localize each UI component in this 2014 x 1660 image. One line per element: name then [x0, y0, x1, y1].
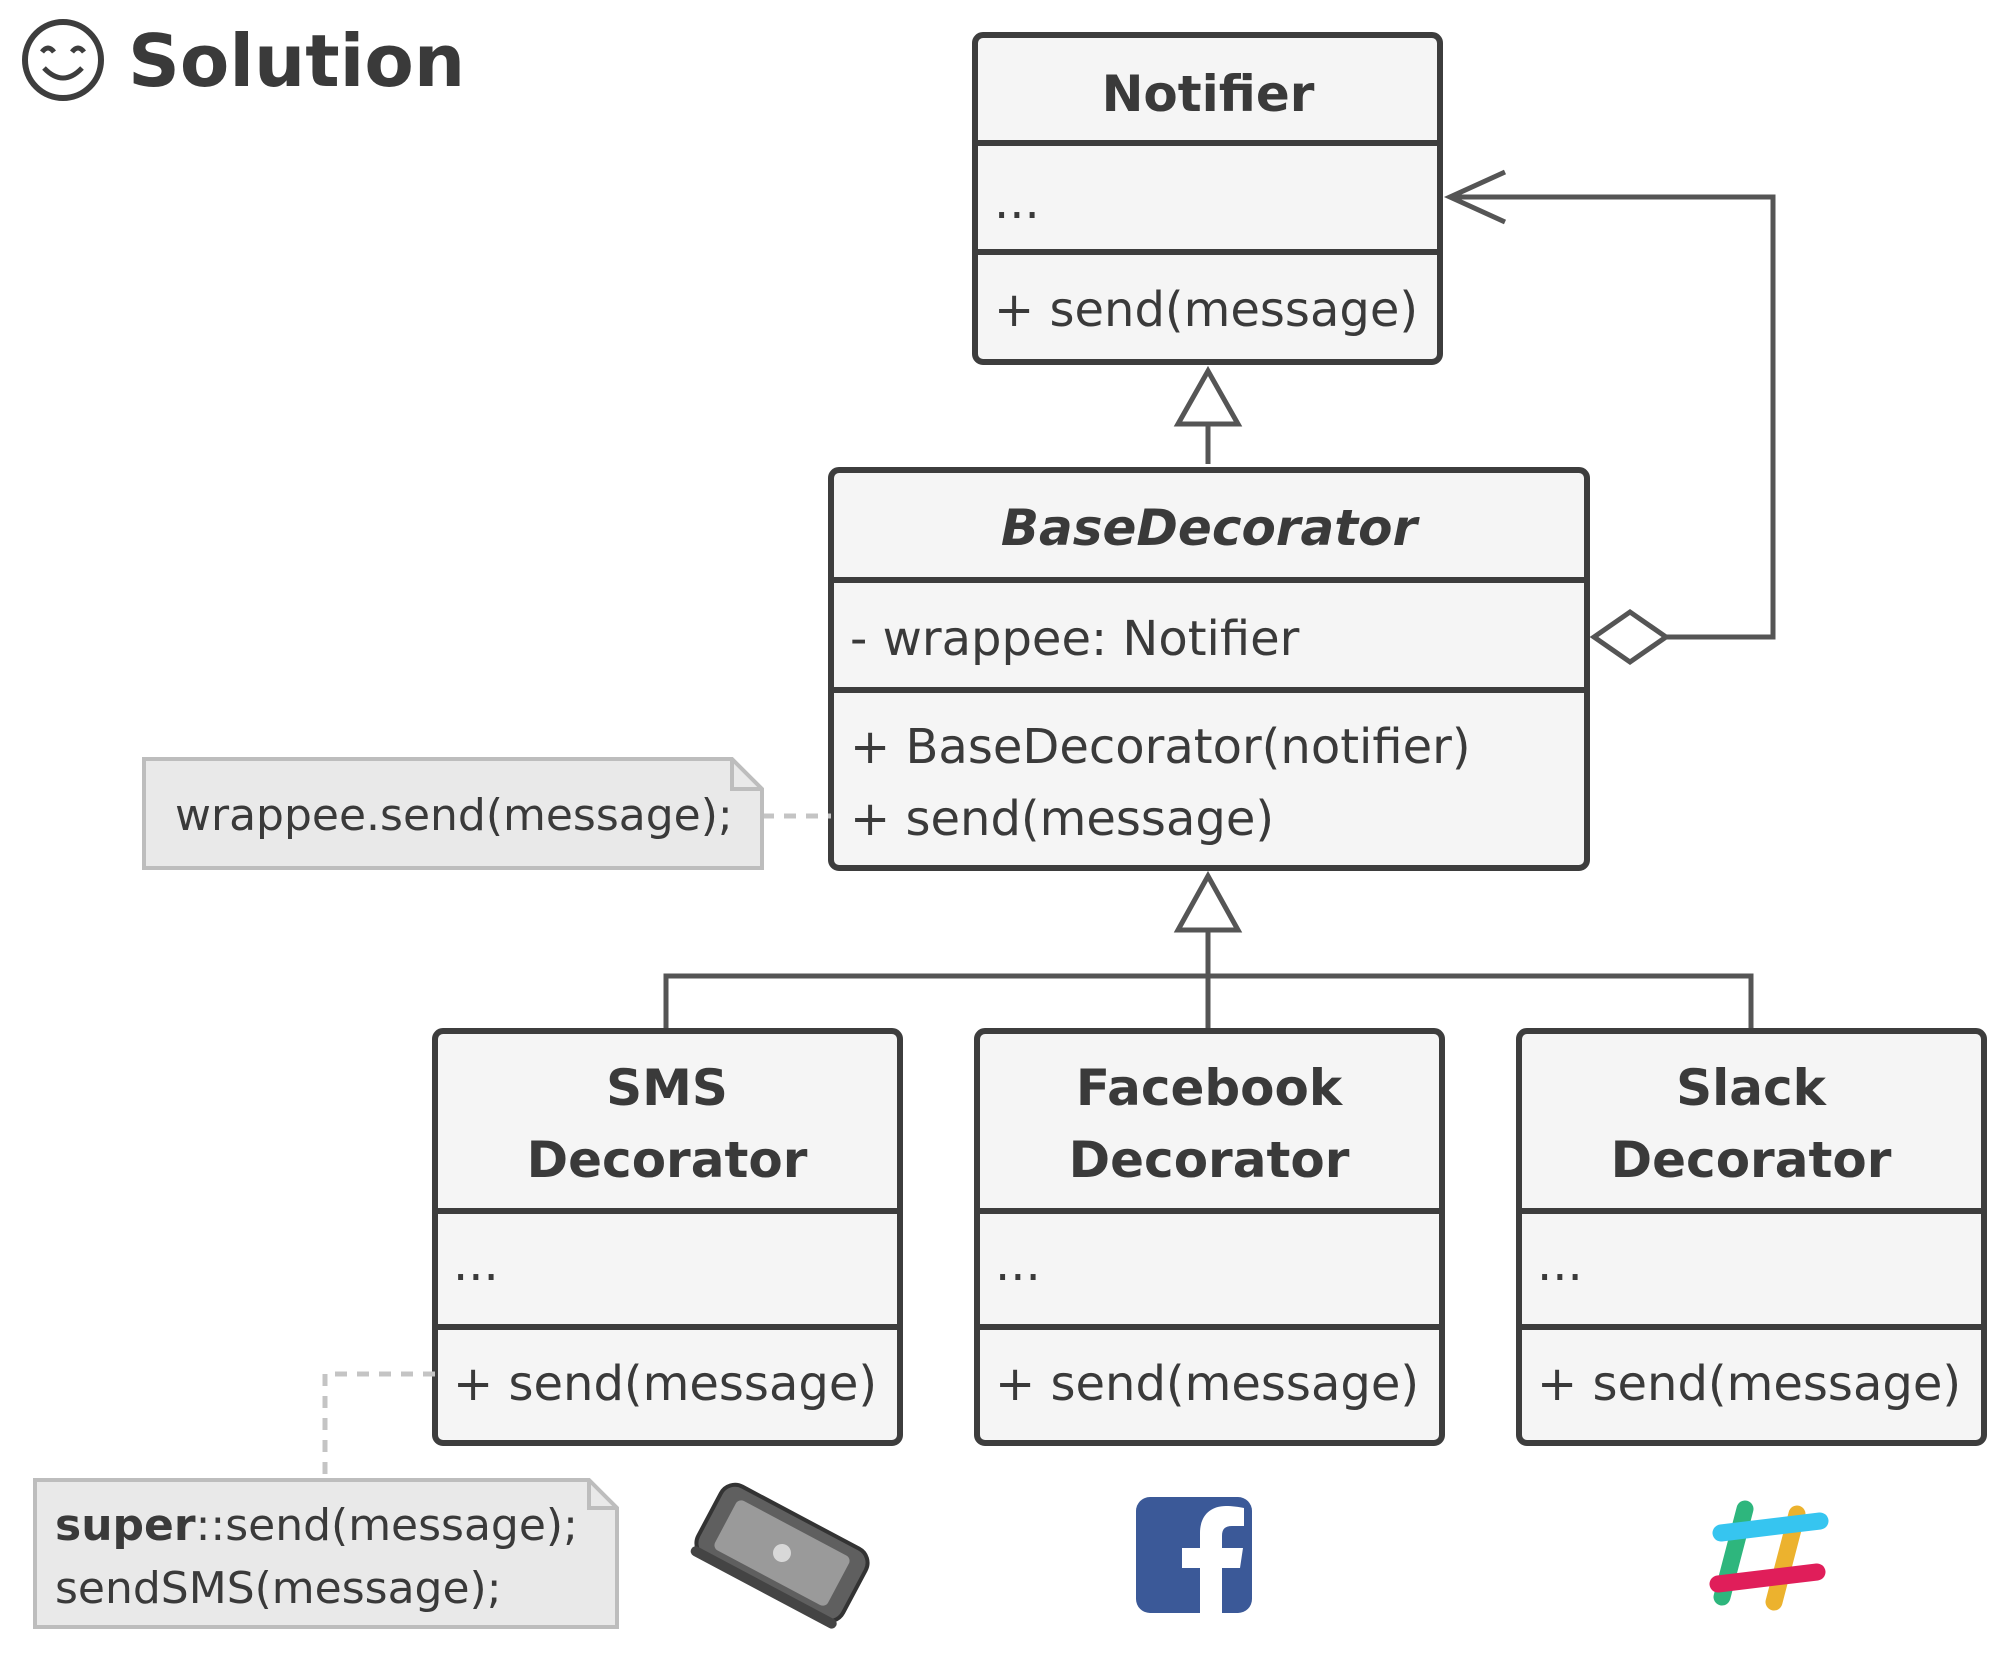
- note-sms-send: super::send(message); sendSMS(message);: [33, 1371, 619, 1629]
- note-sms-line1: super::send(message);: [55, 1500, 578, 1551]
- base-decorator-field-wrappee: - wrappee: Notifier: [850, 611, 1300, 667]
- base-decorator-method-send: + send(message): [850, 791, 1274, 847]
- slack-icon: [1709, 1500, 1829, 1611]
- notifier-method-send: + send(message): [994, 282, 1418, 338]
- class-name-slack-line1: Slack: [1676, 1059, 1828, 1117]
- class-facebook-decorator: Facebook Decorator ... + send(message): [974, 1028, 1445, 1446]
- smiley-face-icon: [22, 19, 104, 101]
- note-base-send: wrappee.send(message);: [142, 757, 831, 870]
- class-slack-decorator: Slack Decorator ... + send(message): [1516, 1028, 1987, 1446]
- class-name-sms-line1: SMS: [606, 1059, 728, 1117]
- sms-decorator-fields: ...: [453, 1236, 499, 1292]
- sms-decorator-method-send: + send(message): [453, 1356, 877, 1412]
- page-title: Solution: [128, 19, 465, 103]
- note-sms-line2: sendSMS(message);: [55, 1563, 502, 1614]
- notifier-fields: ...: [994, 174, 1040, 230]
- inheritance-arrow-base-to-notifier: [1173, 365, 1243, 464]
- aggregation-connector: [1443, 169, 1776, 666]
- facebook-decorator-fields: ...: [995, 1236, 1041, 1292]
- class-sms-decorator: SMS Decorator ... + send(message): [432, 1028, 903, 1446]
- class-name-sms-line2: Decorator: [527, 1131, 808, 1189]
- class-name-slack-line2: Decorator: [1611, 1131, 1892, 1189]
- inheritance-arrow-decorators-to-base: [663, 870, 1754, 1031]
- class-base-decorator: BaseDecorator - wrappee: Notifier + Base…: [828, 467, 1590, 871]
- slack-decorator-method-send: + send(message): [1537, 1356, 1961, 1412]
- class-name-facebook-line2: Decorator: [1069, 1131, 1350, 1189]
- note-base-send-text: wrappee.send(message);: [175, 790, 733, 841]
- facebook-decorator-method-send: + send(message): [995, 1356, 1419, 1412]
- smartphone-icon: [690, 1482, 870, 1629]
- slack-decorator-fields: ...: [1537, 1236, 1583, 1292]
- base-decorator-method-constructor: + BaseDecorator(notifier): [850, 719, 1471, 775]
- class-name-base-decorator: BaseDecorator: [1001, 499, 1421, 557]
- facebook-icon: [1136, 1497, 1252, 1613]
- aggregation-diamond: [1589, 608, 1671, 666]
- class-notifier: Notifier ... + send(message): [972, 32, 1443, 365]
- class-name-notifier: Notifier: [1102, 65, 1315, 123]
- class-name-facebook-line1: Facebook: [1076, 1059, 1344, 1117]
